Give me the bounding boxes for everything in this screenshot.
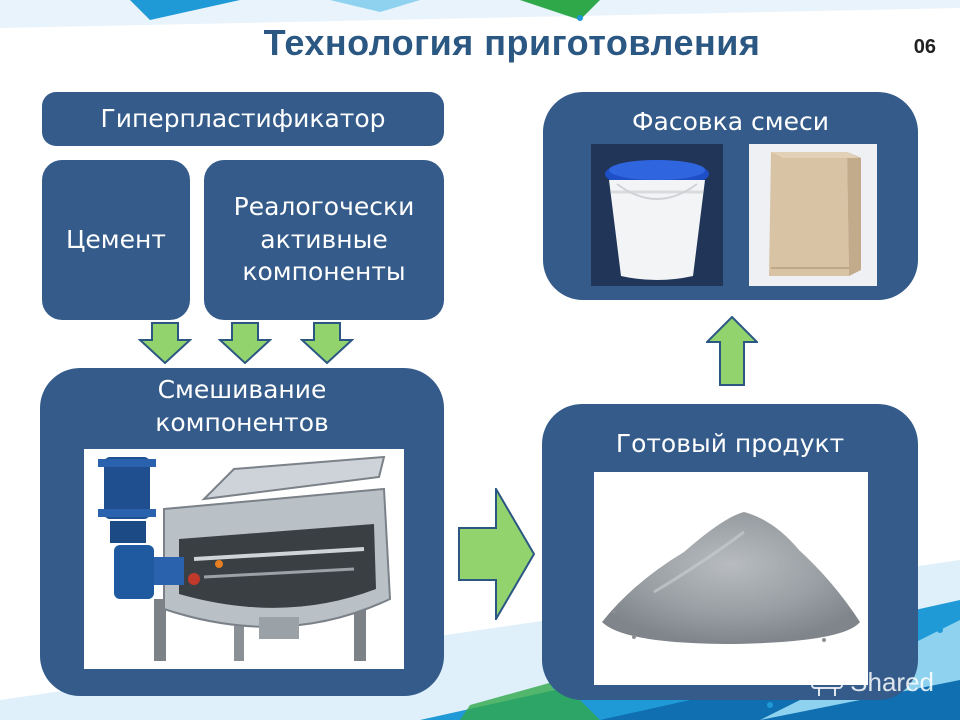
down-arrow-3 <box>300 322 354 364</box>
packaging-box: Фасовка смеси <box>543 92 918 300</box>
mixing-box: Смешивание компонентов <box>40 368 444 696</box>
bucket-icon <box>591 144 723 286</box>
page-number: 06 <box>913 36 936 58</box>
bucket-photo <box>591 144 723 286</box>
packaging-label: Фасовка смеси <box>632 107 829 136</box>
bag-icon <box>749 144 877 286</box>
page-title: Технология приготовления <box>263 22 761 63</box>
powder-photo <box>594 472 868 685</box>
mixer-photo <box>84 449 404 669</box>
rheological-components-box: Реалогочески активные компоненты <box>204 160 444 320</box>
cement-label: Цемент <box>66 224 166 254</box>
finished-product-box: Готовый продукт <box>542 404 918 700</box>
slideshare-logo-icon <box>811 668 844 696</box>
up-arrow <box>706 316 758 386</box>
watermark: Shared <box>810 667 934 698</box>
right-arrow <box>458 488 536 620</box>
mixing-label: Смешивание компонентов <box>155 375 329 437</box>
cement-box: Цемент <box>42 160 190 320</box>
superplasticizer-box: Гиперпластификатор <box>42 92 444 146</box>
rheological-components-label: Реалогочески активные компоненты <box>233 192 415 287</box>
mixer-machine-icon <box>98 455 392 661</box>
bag-photo <box>749 144 877 286</box>
down-arrow-2 <box>218 322 272 364</box>
superplasticizer-label: Гиперпластификатор <box>100 103 386 133</box>
down-arrow-1 <box>138 322 192 364</box>
watermark-text: Shared <box>850 667 934 697</box>
finished-product-label: Готовый продукт <box>615 429 845 458</box>
powder-pile-icon <box>602 512 860 644</box>
